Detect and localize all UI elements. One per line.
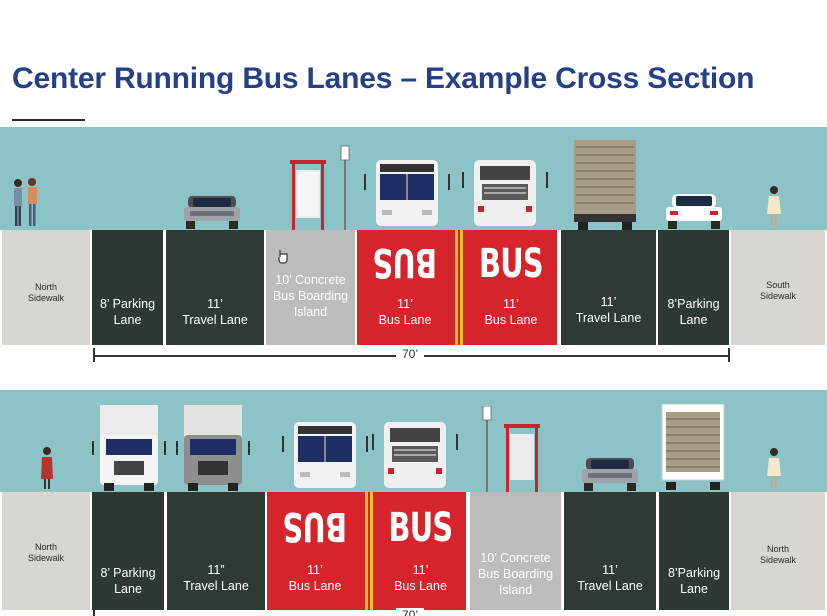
lane-label: 8’Parking Lane — [667, 297, 720, 327]
car-icon — [666, 194, 722, 229]
pedestrian-icon — [767, 186, 781, 226]
pedestrian-icon — [767, 448, 781, 488]
lane-segment: 8’ Parking Lane — [92, 492, 164, 610]
truck-icon — [661, 404, 725, 490]
lane-segment: 8’Parking Lane — [658, 230, 729, 345]
bus-lane-segment: BUS 11’ Bus Lane — [465, 230, 557, 345]
lane-label: North Sidewalk — [27, 282, 65, 303]
lane-label: 8’ Parking Lane — [100, 566, 156, 596]
lane-segment: 8’Parking Lane — [659, 492, 729, 610]
lane-label: 11’ Bus Lane — [394, 563, 447, 593]
lane-segment: 11’ Travel Lane — [564, 492, 656, 610]
lane-segment: North Sidewalk — [2, 230, 90, 345]
lane-divider — [453, 230, 465, 345]
lane-label: 11’ Bus Lane — [378, 297, 432, 327]
title-underline — [12, 119, 85, 121]
lane-label: South Sidewalk — [759, 280, 797, 301]
bus-lane-segment: BUS 11’ Bus Lane — [375, 492, 466, 610]
lane-segment: 8’ Parking Lane — [92, 230, 163, 345]
lane-segment: 11’ Travel Lane — [166, 230, 264, 345]
lane-label: 8’ Parking Lane — [99, 297, 156, 327]
lane-label: 11’ Bus Lane — [288, 563, 342, 593]
lane-label: 10’ Concrete Bus Boarding Island — [477, 551, 554, 597]
lane-segment: North Sidewalk — [731, 492, 825, 610]
truck-icon — [574, 140, 636, 230]
pedestrian-icon — [41, 447, 53, 489]
bus-rear-icon — [372, 422, 458, 488]
lane-label: North Sidewalk — [27, 542, 65, 563]
lane-segment: North Sidewalk — [2, 492, 90, 610]
bus-shelter-icon — [482, 406, 540, 492]
width-dimension-label: 70’ — [396, 347, 425, 361]
width-dimension-label: 70’ — [396, 608, 425, 616]
bus-marking-flipped: BUS — [283, 503, 347, 549]
lane-divider — [363, 492, 375, 610]
lane-label: 11” Travel Lane — [183, 563, 249, 593]
sky-background-2 — [0, 390, 827, 492]
sky-background-1 — [0, 127, 827, 230]
lane-label: North Sidewalk — [759, 544, 797, 565]
lane-label: 8’Parking Lane — [667, 566, 721, 596]
lane-label: 10’ Concrete Bus Boarding Island — [272, 273, 349, 319]
bus-front-icon — [282, 422, 368, 488]
dimension-tick — [93, 348, 95, 362]
lane-label: 11’ Travel Lane — [575, 295, 642, 325]
lane-segment: 11” Travel Lane — [167, 492, 265, 610]
pedestrians-icon — [14, 178, 37, 226]
bus-lane-segment: BUS 11’ Bus Lane — [357, 230, 453, 345]
width-dimension-line — [93, 355, 729, 357]
box-truck-front-icon — [92, 405, 166, 491]
dimension-tick — [728, 348, 730, 362]
bus-marking-flipped: BUS — [373, 239, 437, 285]
car-icon — [184, 196, 240, 229]
hand-cursor-icon — [278, 250, 288, 264]
lane-label: 11’ Bus Lane — [484, 297, 538, 327]
lane-label: 11’ Travel Lane — [577, 563, 643, 593]
box-truck-front-icon — [176, 405, 250, 491]
lane-label: 11’ Travel Lane — [182, 297, 248, 327]
page-title: Center Running Bus Lanes – Example Cross… — [12, 62, 755, 95]
car-icon — [582, 458, 638, 491]
bus-front-icon — [364, 160, 450, 226]
bus-lane-segment: BUS 11’ Bus Lane — [267, 492, 363, 610]
dimension-tick — [93, 608, 95, 616]
bus-marking: BUS — [388, 505, 454, 551]
lane-segment: 11’ Travel Lane — [561, 230, 656, 345]
lane-segment: South Sidewalk — [731, 230, 825, 345]
lane-segment: 10’ Concrete Bus Boarding Island — [266, 230, 355, 345]
bus-shelter-icon — [290, 145, 350, 230]
bus-marking: BUS — [479, 241, 544, 287]
bus-rear-icon — [462, 160, 548, 226]
lane-segment: 10’ Concrete Bus Boarding Island — [470, 492, 561, 610]
